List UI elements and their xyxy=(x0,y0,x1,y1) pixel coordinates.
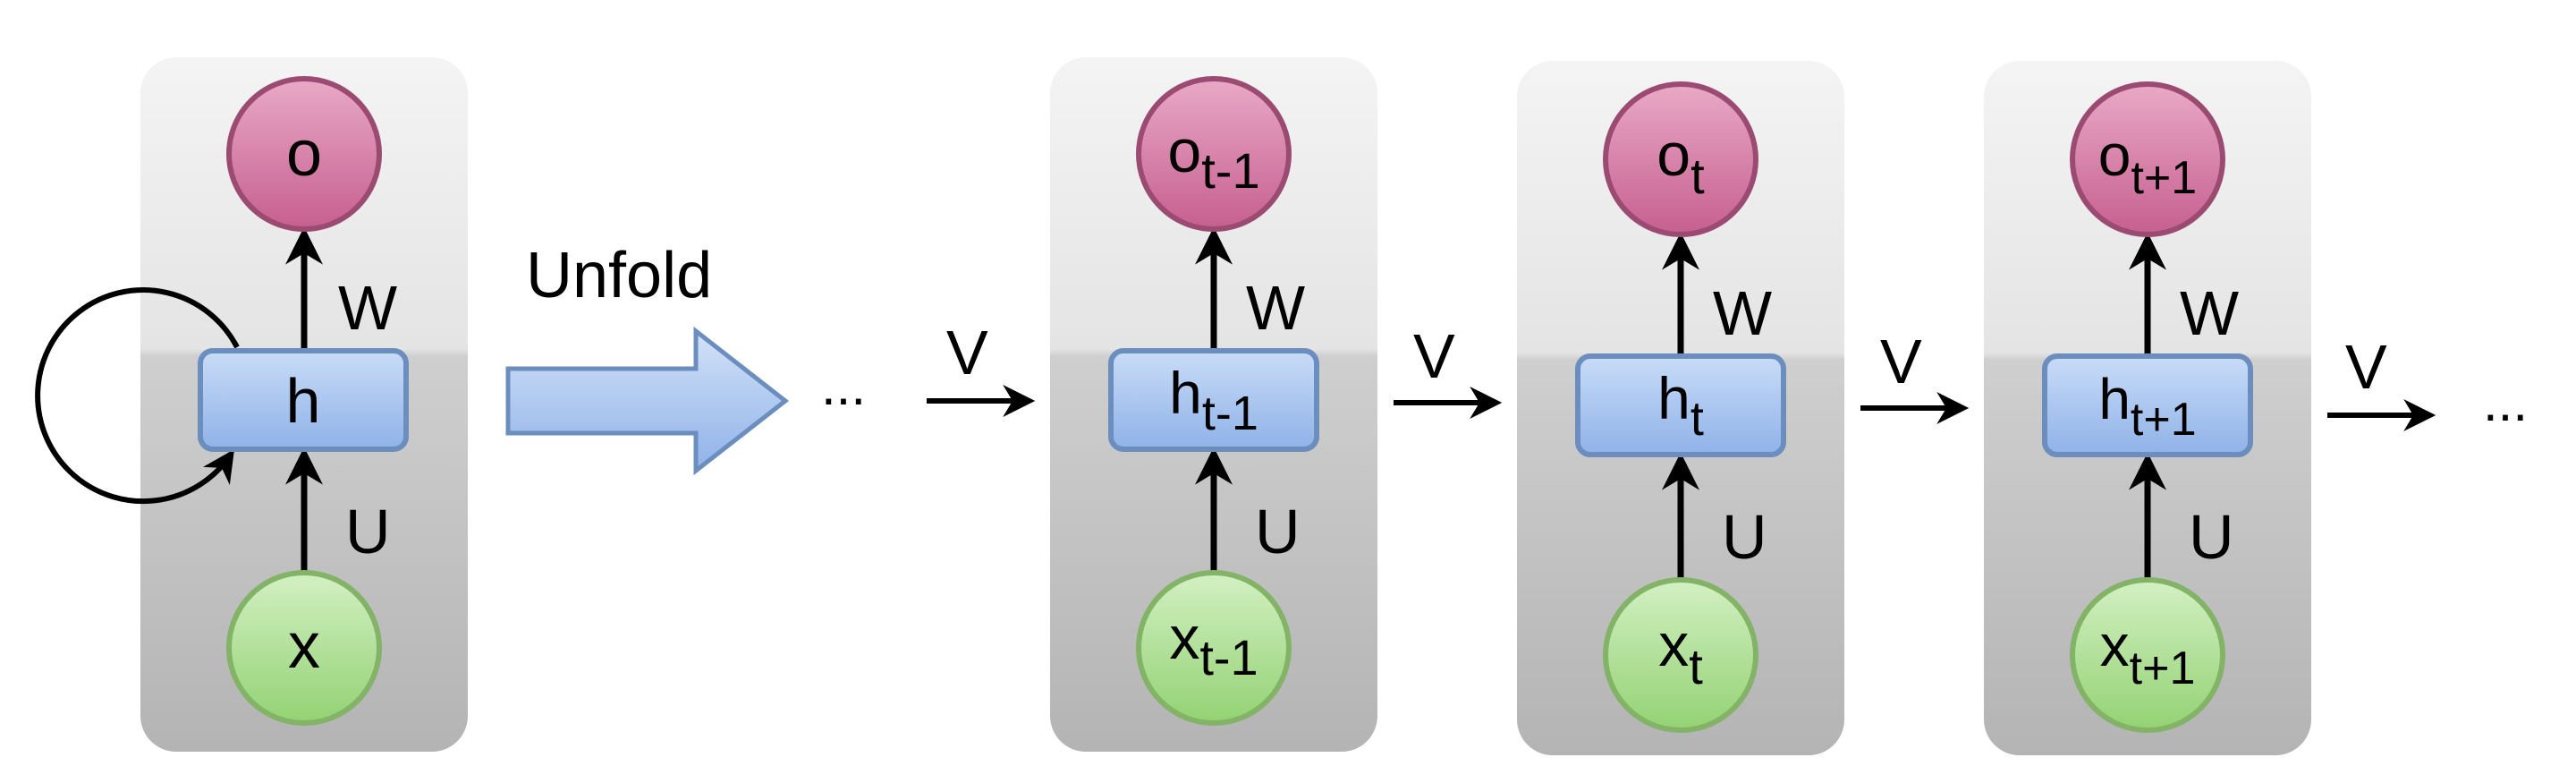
w-label: W xyxy=(2180,278,2239,348)
u-label: U xyxy=(1255,497,1301,566)
hidden-node: ht+1 xyxy=(2042,353,2253,457)
hidden-node-label: h xyxy=(2098,367,2131,431)
input-node-label: x xyxy=(1658,611,1689,679)
output-node: ot-1 xyxy=(1136,76,1292,232)
hidden-node-subscript: t-1 xyxy=(1202,387,1258,440)
hidden-node-label: h xyxy=(1169,360,1202,426)
hidden-node: h xyxy=(198,348,409,452)
block-arrow-right-icon xyxy=(505,326,790,476)
unfold-label: Unfold xyxy=(526,240,712,311)
folded-cell: W U o h x xyxy=(35,57,468,752)
v-connector-4: V xyxy=(2327,332,2436,431)
v-connector-1: V xyxy=(927,318,1036,417)
output-node-label: o xyxy=(286,118,322,190)
input-node: xt+1 xyxy=(2070,577,2225,733)
circular-arrow-icon xyxy=(35,287,240,505)
svg-text:x: x xyxy=(288,610,320,682)
input-node-label: x xyxy=(288,610,320,682)
output-node-subscript: t+1 xyxy=(2131,152,2197,204)
output-node-label: o xyxy=(1657,121,1690,189)
hidden-node: ht xyxy=(1575,353,1786,457)
svg-text:ht+1: ht+1 xyxy=(2098,367,2196,446)
output-node-label: o xyxy=(2098,122,2131,188)
output-node: ot xyxy=(1603,81,1758,237)
svg-text:ot+1: ot+1 xyxy=(2098,122,2197,204)
svg-text:xt: xt xyxy=(1658,611,1703,694)
input-node: xt xyxy=(1603,577,1758,733)
time-step-next: W U ot+1 ht+1 xt+1 xyxy=(1984,61,2311,755)
hidden-node-subscript: t+1 xyxy=(2131,394,2197,446)
svg-text:ot-1: ot-1 xyxy=(1167,117,1259,199)
hidden-node: ht-1 xyxy=(1108,348,1319,452)
output-node: ot+1 xyxy=(2070,81,2225,237)
v-label: V xyxy=(2345,332,2387,402)
input-node: x xyxy=(226,570,382,726)
input-node-subscript: t+1 xyxy=(2130,643,2196,694)
u-label: U xyxy=(345,497,391,566)
v-connector-2: V xyxy=(1394,321,1503,419)
output-node-subscript: t xyxy=(1690,148,1705,204)
w-label: W xyxy=(1713,278,1772,348)
output-node: o xyxy=(226,76,382,232)
output-node-subscript: t-1 xyxy=(1201,142,1259,199)
input-node-subscript: t-1 xyxy=(1199,629,1258,685)
svg-text:o: o xyxy=(286,118,322,190)
v-label: V xyxy=(1880,327,1922,396)
svg-text:xt+1: xt+1 xyxy=(2100,612,2196,694)
svg-text:ot: ot xyxy=(1657,121,1705,204)
hidden-node-subscript: t xyxy=(1690,392,1704,446)
input-node-subscript: t xyxy=(1689,638,1703,694)
ellipsis-right: ... xyxy=(2483,372,2528,432)
w-label: W xyxy=(1246,273,1305,343)
time-step-prev: W U ot-1 ht-1 xt-1 xyxy=(1050,57,1377,752)
svg-text:ht-1: ht-1 xyxy=(1169,360,1258,440)
w-label: W xyxy=(338,273,397,343)
svg-text:h: h xyxy=(286,366,321,436)
v-label: V xyxy=(1413,321,1455,391)
hidden-node-label: h xyxy=(1657,365,1690,431)
input-node: xt-1 xyxy=(1136,570,1292,726)
input-node-label: x xyxy=(2100,612,2130,678)
ellipsis-left: ... xyxy=(821,356,866,416)
input-node-label: x xyxy=(1169,604,1199,672)
svg-text:xt-1: xt-1 xyxy=(1169,604,1258,685)
v-connector-3: V xyxy=(1860,327,1970,424)
time-step-current: W U ot ht xt xyxy=(1517,61,1844,755)
u-label: U xyxy=(2189,502,2234,572)
hidden-node-label: h xyxy=(286,366,321,436)
u-label: U xyxy=(1722,502,1767,572)
output-node-label: o xyxy=(1167,117,1201,185)
svg-text:ht: ht xyxy=(1657,365,1704,446)
v-label: V xyxy=(946,318,988,387)
